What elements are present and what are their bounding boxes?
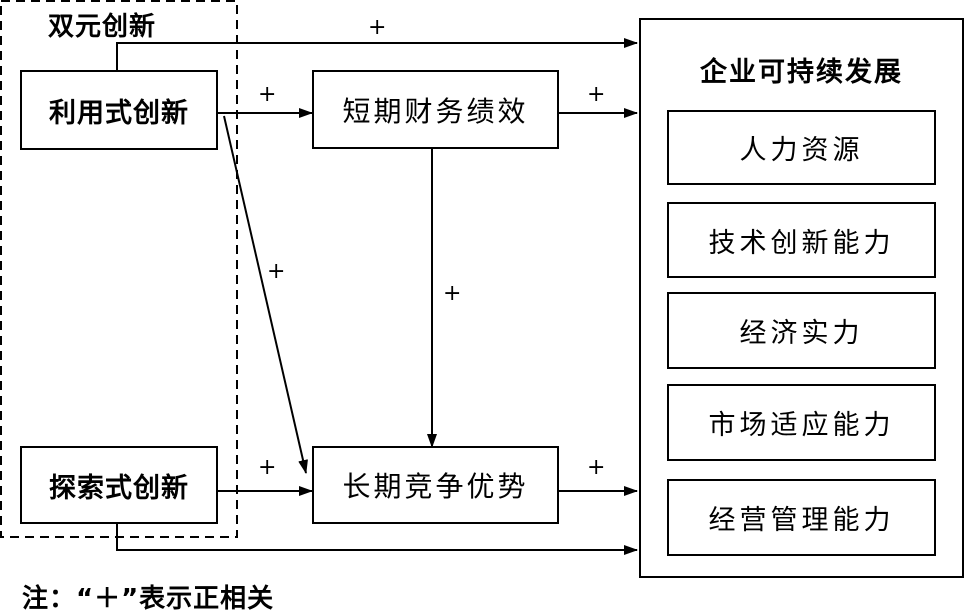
- sign-exploitative-to-outcome: +: [368, 15, 387, 40]
- arrow-exploitative-to-outcome: [116, 38, 638, 70]
- arrow-exploratory-to-outcome: [116, 524, 638, 555]
- sign-exploitative-to-short-term: +: [258, 82, 277, 107]
- sign-short-term-to-long-term: +: [443, 281, 462, 306]
- exploitative-innovation-label: 利用式创新: [49, 97, 189, 129]
- exploratory-innovation-label: 探索式创新: [49, 472, 189, 504]
- dimension-market-adaptability: 市场适应能力: [667, 384, 936, 461]
- sustainable-development-title: 企业可持续发展: [700, 57, 903, 88]
- dimension-tech-innovation: 技术创新能力: [667, 202, 936, 278]
- sign-long-term-to-outcome: +: [587, 455, 606, 480]
- dimension-label: 市场适应能力: [708, 410, 895, 441]
- legend-note: 注：“＋”表示正相关: [22, 584, 275, 614]
- sign-exploratory-to-long-term: +: [258, 455, 277, 480]
- dual-innovation-frame: [0, 0, 238, 538]
- sign-short-term-to-outcome: +: [587, 82, 606, 107]
- dimension-economic-strength: 经济实力: [667, 292, 936, 369]
- long-term-advantage-box: 长期竞争优势: [312, 446, 559, 524]
- sign-exploitative-to-long-term: +: [267, 259, 286, 284]
- dimension-label: 经济实力: [739, 318, 864, 349]
- long-term-advantage-label: 长期竞争优势: [342, 470, 529, 503]
- arrow-exploitative-to-long-term: [223, 115, 308, 474]
- exploitative-innovation-box: 利用式创新: [20, 70, 218, 150]
- dimension-label: 技术创新能力: [708, 227, 895, 259]
- dimension-management-capability: 经营管理能力: [667, 479, 936, 556]
- dimension-human-resources: 人力资源: [667, 110, 936, 185]
- sustainable-development-frame: 企业可持续发展: [639, 18, 964, 578]
- dimension-label: 人力资源: [739, 135, 864, 166]
- dimension-label: 经营管理能力: [708, 505, 895, 536]
- exploratory-innovation-box: 探索式创新: [20, 446, 218, 524]
- dual-innovation-title: 双元创新: [48, 12, 157, 42]
- short-term-performance-label: 短期财务绩效: [342, 94, 529, 128]
- short-term-performance-box: 短期财务绩效: [312, 70, 559, 149]
